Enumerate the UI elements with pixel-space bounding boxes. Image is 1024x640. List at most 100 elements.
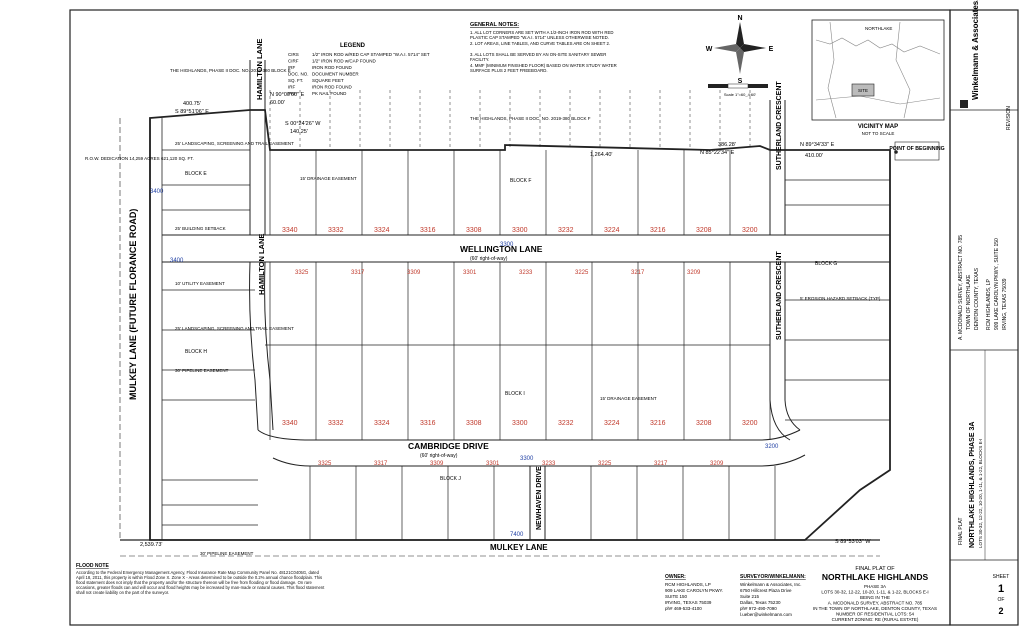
mulkey-west-label: MULKEY LANE (FUTURE FLORANCE ROAD) <box>128 209 138 400</box>
address-label: 3300 <box>512 227 528 234</box>
easement-landscape-2: 25' LANDSCAPING, SCREENING AND TRAIL EAS… <box>175 326 294 331</box>
bearing-b6: 140.25' <box>290 129 308 135</box>
easement-landscape: 25' LANDSCAPING, SCREENING AND TRAIL EAS… <box>175 141 294 146</box>
legend-desc: IRON ROD FOUND <box>312 85 352 90</box>
easement-utility: 10' UTILITY EASEMENT <box>175 281 225 286</box>
vicinity-sub: NOT TO SCALE <box>862 131 895 136</box>
bearing-b9: N 85°22'34" E <box>700 150 735 156</box>
general-note: 1. ALL LOT CORNERS ARE SET WITH A 1/2-IN… <box>470 30 613 35</box>
revision-label: REVISION <box>1006 106 1012 130</box>
address-label: 3232 <box>558 420 574 427</box>
owner-vertical: RCM HIGHLANDS, LP <box>986 278 992 330</box>
legend-abbr: IRF <box>288 65 296 70</box>
bearing-b4: 60.00' <box>270 100 285 106</box>
surveyor-block: SURVEYOR/WINKELMANN: Winkelmann & Associ… <box>740 574 806 617</box>
mulkey-lane-west: MULKEY LANE (FUTURE FLORANCE ROAD) <box>119 118 163 540</box>
legend-abbr: CIRF <box>288 59 299 64</box>
legend-desc: IRON ROD FOUND <box>312 65 352 70</box>
newhaven-drive: NEWHAVEN DRIVE <box>529 466 546 540</box>
surveyor-line: Suite 215 <box>740 594 760 599</box>
address-label: 3300 <box>512 420 528 427</box>
general-note: 3. ALL LOTS SHALL BE SERVED BY AN ON-SIT… <box>470 52 606 57</box>
address-label-rotated: 3217 <box>631 270 645 276</box>
flood-note: FLOOD NOTE According to the Federal Emer… <box>76 563 325 595</box>
bearing-b10: N 89°34'33" E <box>800 142 835 148</box>
owner-line: ph# 469-533-4100 <box>665 606 702 611</box>
lot-lines <box>162 149 890 540</box>
final-plat-block: FINAL PLAT OF NORTHLAKE HIGHLANDS PHASE … <box>813 566 937 622</box>
scale-label: Scale 1"=60_4:60' <box>724 92 757 97</box>
surveyor-line: Dallas, Texas 75230 <box>740 600 781 605</box>
scale-bar: Scale 1"=60_4:60' <box>708 83 768 97</box>
address-label-rotated: 3301 <box>463 270 477 276</box>
address-label: 3224 <box>604 420 620 427</box>
legend-desc: PK NAIL FOUND <box>312 91 347 96</box>
newhaven-label: NEWHAVEN DRIVE <box>536 466 543 530</box>
address-label-rotated: 3317 <box>374 461 388 467</box>
bearing-b3: N 90°00'00" E <box>270 92 305 98</box>
subdivision-boundary <box>149 90 891 541</box>
plat-line: A. MCDONALD SURVEY, ABSTRACT NO. 785 <box>828 601 923 606</box>
county-vertical: DENTON COUNTY, TEXAS <box>974 267 980 330</box>
final-plat-vertical: FINAL PLAT <box>958 517 964 545</box>
bearing-b1: 400.75' <box>183 101 201 107</box>
sutherland-mid-label: SUTHERLAND CRESCENT <box>776 251 783 340</box>
address-label-rotated: 3301 <box>486 461 500 467</box>
pob-label: POINT OF BEGINNING <box>889 146 944 152</box>
legend-abbr: SQ. FT. <box>288 78 303 83</box>
general-note: 4. MMF (MINIMUM FINISHED FLOOR) BASED ON… <box>470 63 617 68</box>
address-label: 3332 <box>328 227 344 234</box>
row-dedication: R.O.W. DEDICATION 14,259 ACRES 621,120 S… <box>85 156 194 161</box>
address-label: 3224 <box>604 227 620 234</box>
flood-note-title: FLOOD NOTE <box>76 563 109 569</box>
general-note: 2. LOT AREAS, LINE TABLES, AND CURVE TAB… <box>470 41 610 46</box>
general-note: SURFACE PLUS 2 FEET FREEBOARD. <box>470 68 548 73</box>
address-label-rotated: 3233 <box>519 270 533 276</box>
company-name: Winkelmann & Associates, Inc. <box>971 0 980 100</box>
address-label-rotated: 3309 <box>407 270 421 276</box>
easement-erosion: 5' EROSION HAZARD SETBACK (TYP) <box>800 296 881 301</box>
address-label-rotated: 3325 <box>295 270 309 276</box>
address-label: 3216 <box>650 420 666 427</box>
bearing-b5: S 00°24'26" W <box>285 121 321 127</box>
plat-line: PHASE 3A <box>864 584 886 589</box>
sutherland-top-label: SUTHERLAND CRESCENT <box>776 81 783 170</box>
block-label-j: BLOCK J <box>440 476 461 482</box>
plat-vertical: NORTHLAKE HIGHLANDS, PHASE 3A <box>969 422 976 548</box>
sheet-total: 2 <box>998 606 1003 616</box>
address-label: 3340 <box>282 227 298 234</box>
address-label-rotated: 3309 <box>430 461 444 467</box>
survey-vertical: A. MCDONALD SURVEY, ABSTRACT NO. 785 <box>958 235 964 340</box>
vicinity-map: SITE NORTHLAKE VICINITY MAP NOT TO SCALE <box>811 19 945 136</box>
address-label-rotated: 3233 <box>542 461 556 467</box>
address-label-rotated: 3317 <box>351 270 365 276</box>
block-label-g: BLOCK G <box>815 261 837 267</box>
tract-note-west: THE HIGHLANDS, PHASE II DOC. NO. 2019-38… <box>170 68 291 73</box>
point-of-beginning: POINT OF BEGINNING <box>889 141 945 161</box>
surveyor-line: Winkelmann & Associates, Inc. <box>740 582 802 587</box>
address-label: 3332 <box>328 420 344 427</box>
addr-vertical: 909 LAKE CAROLYN PKWY., SUITE 150 <box>994 238 1000 330</box>
flood-note-text: According to the Federal Emergency Manag… <box>76 570 325 595</box>
surveyor-line: l.ueber@winkelmann.com <box>740 612 792 617</box>
address-label: 3200 <box>742 420 758 427</box>
svg-text:N: N <box>737 15 742 22</box>
block-label-i: BLOCK I <box>505 391 525 397</box>
plat-line: CURRENT ZONING: RE (RURAL ESTATE) <box>832 617 919 622</box>
cambridge-label: CAMBRIDGE DRIVE <box>408 441 489 451</box>
surveyor-line: ph# 972-490-7090 <box>740 606 777 611</box>
address-label: 3232 <box>558 227 574 234</box>
address-label: 3308 <box>466 420 482 427</box>
address-label: 3340 <box>282 420 298 427</box>
cambridge-row: (60' right-of-way) <box>420 453 458 459</box>
hamilton-mid-label: HAMILTON LANE <box>257 234 266 295</box>
street-number: 7400 <box>510 532 524 538</box>
tract-note-center: THE HIGHLANDS, PHASE II DOC. NO. 2019-38… <box>470 116 591 121</box>
bearing-b12: 2,539.73' <box>140 542 162 548</box>
north-arrow-icon: N W E S <box>706 15 774 85</box>
address-label-rotated: 3325 <box>318 461 332 467</box>
street-number: 3200 <box>765 444 779 450</box>
surveyor-line: 6750 Hillcrest Plaza Drive <box>740 588 792 593</box>
legend-abbr: IRF <box>288 85 296 90</box>
